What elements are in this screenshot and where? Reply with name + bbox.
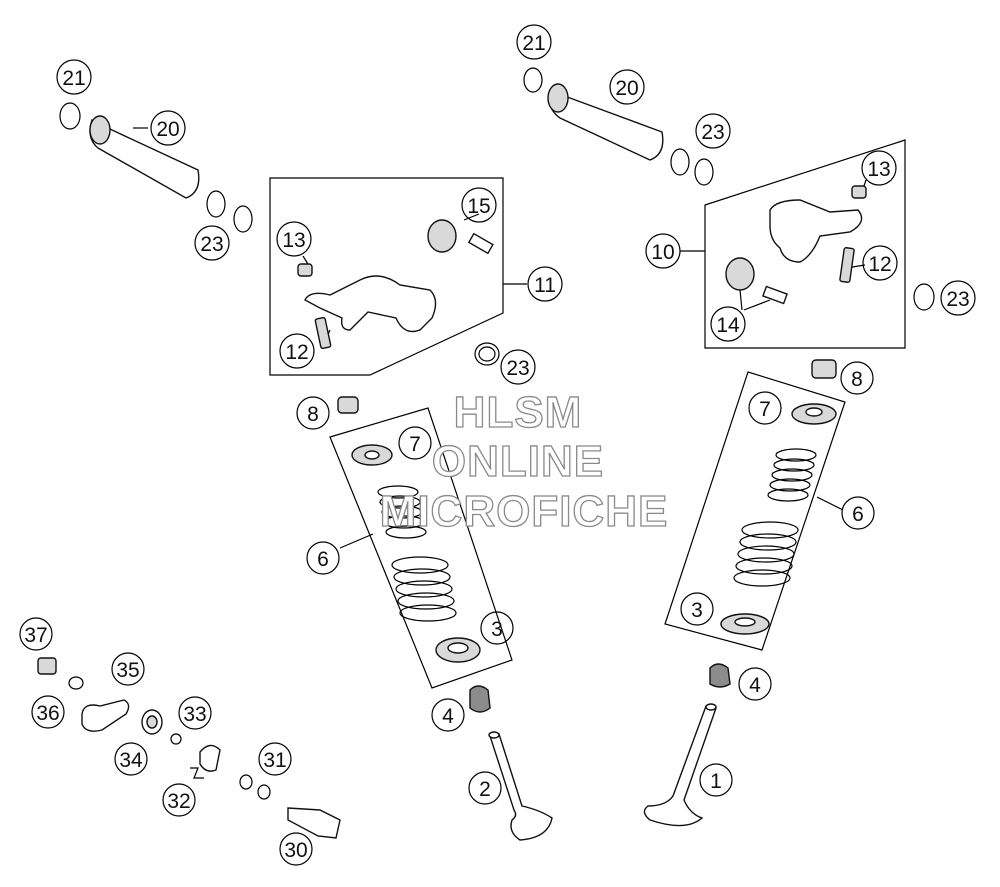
- svg-text:23: 23: [200, 233, 223, 256]
- watermark: HLSM ONLINE MICROFICHE: [379, 387, 669, 536]
- callout-13-left[interactable]: 13: [276, 221, 312, 257]
- svg-text:35: 35: [116, 659, 139, 682]
- callout-36[interactable]: 36: [31, 695, 65, 729]
- svg-text:1: 1: [710, 770, 722, 793]
- watermark-line-1: HLSM: [454, 388, 583, 437]
- callout-3-right[interactable]: 3: [680, 592, 714, 626]
- watermark-line-3: MICROFICHE: [380, 487, 669, 536]
- callout-32[interactable]: 32: [162, 783, 196, 817]
- callout-6-left[interactable]: 6: [306, 541, 340, 575]
- valve-2-part: [488, 731, 553, 841]
- callout-2[interactable]: 2: [468, 771, 502, 805]
- callout-15[interactable]: 15: [461, 187, 497, 223]
- svg-text:8: 8: [851, 368, 863, 391]
- svg-text:14: 14: [716, 314, 740, 337]
- svg-text:15: 15: [467, 195, 490, 218]
- callout-3-left[interactable]: 3: [480, 611, 514, 645]
- svg-text:7: 7: [409, 433, 421, 456]
- callout-21-left[interactable]: 21: [56, 59, 92, 95]
- callout-34[interactable]: 34: [114, 742, 148, 776]
- callout-35[interactable]: 35: [111, 652, 145, 686]
- callout-8-left[interactable]: 8: [296, 396, 330, 430]
- callout-23-top-right[interactable]: 23: [695, 113, 731, 149]
- svg-text:23: 23: [506, 357, 529, 380]
- callout-10[interactable]: 10: [645, 233, 681, 269]
- svg-text:3: 3: [491, 618, 503, 641]
- shim-23-lower-left: [474, 342, 500, 366]
- rocker-arm-left: [297, 219, 494, 350]
- callout-12-right[interactable]: 12: [862, 245, 898, 281]
- callout-4-right[interactable]: 4: [738, 667, 772, 701]
- callout-4-left[interactable]: 4: [431, 698, 465, 732]
- rocker-arm-right: [725, 185, 867, 305]
- svg-text:11: 11: [534, 274, 556, 297]
- svg-text:31: 31: [263, 749, 286, 772]
- callout-8-right[interactable]: 8: [840, 361, 874, 395]
- callout-23-far-right[interactable]: 23: [940, 280, 976, 316]
- svg-text:32: 32: [167, 790, 190, 813]
- svg-text:23: 23: [701, 121, 724, 144]
- callout-7-right[interactable]: 7: [748, 391, 782, 425]
- callout-20-right[interactable]: 20: [609, 69, 645, 105]
- svg-text:23: 23: [946, 288, 969, 311]
- callout-6-right[interactable]: 6: [841, 496, 875, 530]
- valve-spring-group-frame-left: [329, 407, 513, 689]
- callout-31[interactable]: 31: [258, 742, 292, 776]
- svg-text:10: 10: [651, 241, 674, 264]
- svg-text:20: 20: [615, 77, 638, 100]
- svg-text:3: 3: [691, 599, 703, 622]
- svg-text:12: 12: [285, 341, 308, 364]
- decompression-parts: [37, 657, 341, 839]
- callout-23-mid[interactable]: 23: [500, 349, 536, 385]
- svg-text:21: 21: [62, 67, 85, 90]
- callout-13-right[interactable]: 13: [861, 150, 897, 186]
- callout-37[interactable]: 37: [19, 617, 53, 651]
- rocker-arm-group-frame-right: [704, 139, 906, 349]
- svg-text:8: 8: [307, 403, 319, 426]
- svg-text:6: 6: [317, 548, 329, 571]
- svg-text:4: 4: [442, 705, 454, 728]
- callout-21-right[interactable]: 21: [516, 24, 552, 60]
- callouts: 1 2 3 3 4 4 6 6 7 7 8 8 10 11 12 12 13 1…: [19, 24, 976, 866]
- svg-text:13: 13: [867, 158, 890, 181]
- rocker-shaft-left: [59, 102, 253, 233]
- svg-text:33: 33: [183, 703, 206, 726]
- svg-text:6: 6: [852, 503, 864, 526]
- callout-7-left[interactable]: 7: [398, 426, 432, 460]
- rocker-arm-group-frame-left: [269, 177, 504, 376]
- svg-text:37: 37: [24, 624, 47, 647]
- callout-23-left[interactable]: 23: [194, 225, 230, 261]
- callout-33[interactable]: 33: [178, 696, 212, 730]
- svg-text:12: 12: [868, 253, 891, 276]
- valve-spring-assembly-right: [709, 359, 837, 688]
- svg-text:2: 2: [479, 778, 491, 801]
- valve-spring-group-frame-right: [664, 371, 846, 651]
- svg-text:21: 21: [522, 32, 545, 55]
- svg-text:7: 7: [759, 398, 771, 421]
- callout-20-left[interactable]: 20: [150, 110, 186, 146]
- svg-text:30: 30: [284, 839, 307, 862]
- valve-1-part: [643, 703, 717, 827]
- callout-12-left[interactable]: 12: [279, 333, 315, 369]
- valve-spring-assembly-left: [337, 396, 491, 713]
- svg-text:13: 13: [282, 229, 305, 252]
- svg-text:4: 4: [749, 674, 761, 697]
- svg-text:36: 36: [36, 702, 59, 725]
- callout-30[interactable]: 30: [279, 832, 313, 866]
- rocker-shaft-right: [523, 67, 935, 311]
- callout-1[interactable]: 1: [699, 763, 733, 797]
- watermark-line-2: ONLINE: [432, 437, 604, 486]
- svg-text:20: 20: [156, 118, 179, 141]
- callout-11[interactable]: 11: [527, 266, 563, 302]
- callout-14[interactable]: 14: [710, 306, 746, 342]
- svg-text:34: 34: [119, 749, 143, 772]
- leader-lines: [133, 127, 867, 549]
